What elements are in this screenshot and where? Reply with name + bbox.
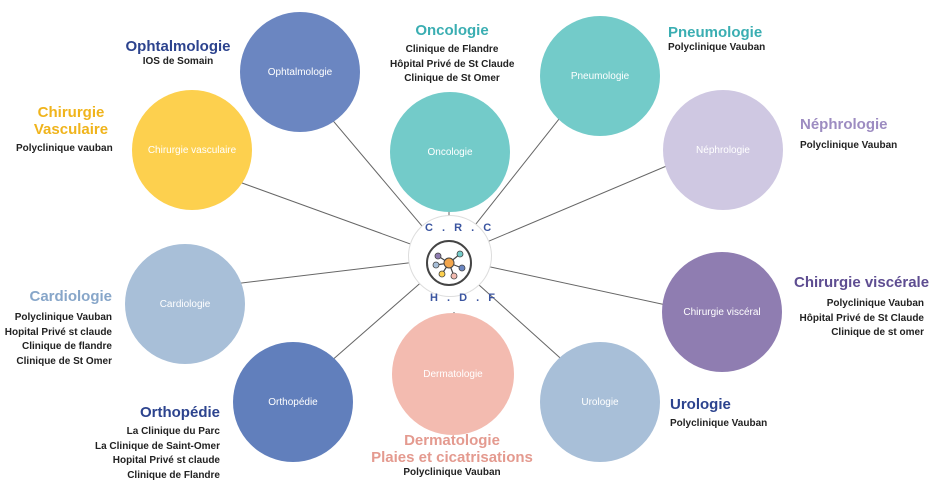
circle-label: Néphrologie [696,144,750,156]
circle-label: Ophtalmologie [267,66,333,78]
circle-chirurgie-vasculaire: Chirurgie vasculaire [132,90,252,210]
label-chirurgie-vasculaire: Chirurgie Vasculaire Polyclinique vauban [16,104,126,157]
site-line: Polyclinique Vauban [800,140,898,151]
site-line: Polyclinique Vauban [826,298,924,309]
circle-orthopedie: Orthopédie [233,342,353,462]
title-dermatologie-1: Dermatologie [404,432,500,449]
site-line: Clinique de Flandre [405,44,499,55]
site-line: Clinique de st omer [831,327,924,338]
circle-nephrologie: Néphrologie [663,90,783,210]
circle-label: Dermatologie [423,368,483,380]
site-line: Hôpital Privé de St Claude [799,312,924,324]
site-line: Polyclinique Vauban [668,42,766,53]
title-orthopedie: Orthopédie [139,404,220,421]
circle-label: Pneumologie [570,70,630,82]
title-dermatologie-2: Plaies et cicatrisations [371,449,533,466]
network-hub-icon [426,240,472,286]
circle-label: Orthopédie [268,396,318,408]
circle-label: Cardiologie [159,298,211,310]
site-line: La Clinique du Parc [126,426,220,437]
label-cardiologie: Cardiologie Polyclinique Vauban Hopital … [2,288,112,369]
site-line: IOS de Somain [142,56,214,67]
label-pneumologie: Pneumologie Polyclinique Vauban [668,24,765,56]
site-line: La Clinique de Saint-Omer [94,440,220,452]
title-pneumologie: Pneumologie [668,24,763,41]
title-chirurgie-vasculaire-1: Chirurgie [37,104,105,121]
site-line: Hôpital Privé de St Claude [390,58,515,70]
label-dermatologie: Dermatologie Plaies et cicatrisations Po… [362,432,542,481]
circle-label: Chirurgie viscéral [683,306,761,318]
site-line: Clinique de St Omer [16,355,112,367]
circle-label: Oncologie [427,146,473,158]
circle-label: Chirurgie vasculaire [147,144,237,156]
title-chirurgie-vasculaire-2: Vasculaire [33,121,109,138]
label-nephrologie: Néphrologie Polyclinique Vauban [800,116,897,154]
circle-pneumologie: Pneumologie [540,16,660,136]
site-line: Hopital Privé st claude [112,455,220,466]
site-line: Polyclinique Vauban [403,467,501,478]
site-line: Polyclinique Vauban [14,312,112,323]
circle-oncologie: Oncologie [390,92,510,212]
site-line: Clinique de flandre [21,341,112,352]
site-line: Clinique de Flandre [127,469,220,481]
title-urologie: Urologie [670,396,731,413]
label-orthopedie: Orthopédie La Clinique du Parc La Cliniq… [88,404,220,483]
circle-dermatologie: Dermatologie [392,313,514,435]
hub-top-label: C . R . C [425,222,495,234]
title-nephrologie: Néphrologie [800,116,888,133]
title-chirurgie-viscerale: Chirurgie viscérale [794,274,930,291]
circle-urologie: Urologie [540,342,660,462]
label-chirurgie-viscerale: Chirurgie viscérale Polyclinique Vauban … [794,274,930,341]
title-cardiologie: Cardiologie [29,288,112,305]
circle-ophtalmologie: Ophtalmologie [240,12,360,132]
title-ophtalmologie: Ophtalmologie [125,38,231,55]
circle-chirurgie-viscerale: Chirurgie viscéral [662,252,782,372]
circle-label: Urologie [581,396,619,408]
site-line: Polyclinique vauban [16,143,113,154]
hub-bottom-label: H . D . F [430,292,498,304]
title-oncologie: Oncologie [415,22,489,39]
circle-cardiologie: Cardiologie [125,244,245,364]
label-urologie: Urologie Polyclinique Vauban [670,396,767,432]
site-line: Polyclinique Vauban [670,418,768,429]
site-line: Hopital Privé st claude [4,326,112,338]
site-line: Clinique de St Omer [404,73,500,84]
label-ophtalmologie: Ophtalmologie IOS de Somain [123,38,233,70]
label-oncologie: Oncologie Clinique de Flandre Hôpital Pr… [390,22,514,87]
